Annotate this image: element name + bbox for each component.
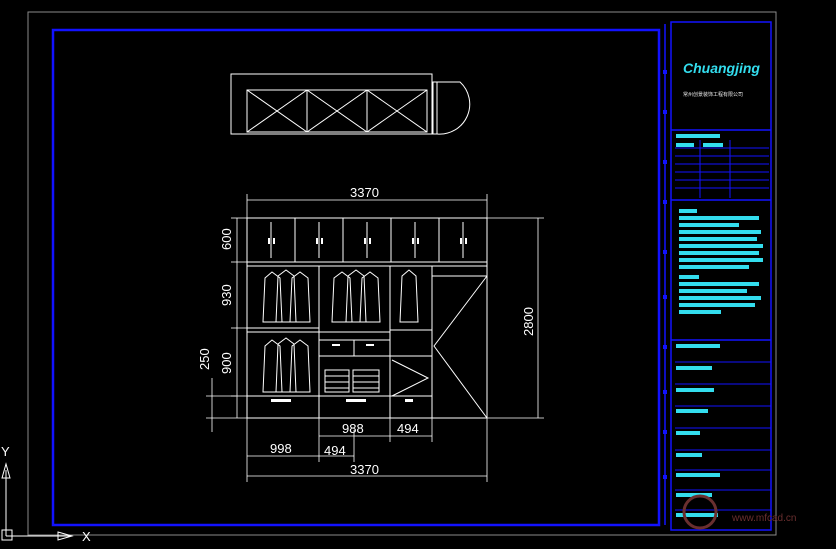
y-axis-label: Y <box>1 444 10 459</box>
title-block: Chuangjing 常州创景装饰工程有限公司 <box>670 21 772 531</box>
x-axis-label: X <box>82 529 91 544</box>
wardrobe-plan-view[interactable] <box>230 73 471 135</box>
dim-bottom-width[interactable]: 3370 <box>350 462 379 477</box>
dim-upper-cabinet-height[interactable]: 600 <box>219 228 234 250</box>
upper-cabinet-row <box>247 218 487 263</box>
hanging-clothes <box>262 269 419 393</box>
dim-top-width[interactable]: 3370 <box>350 185 379 200</box>
dimension-lines <box>206 194 544 482</box>
ucs-icon[interactable] <box>1 462 74 541</box>
watermark-logo <box>682 494 718 530</box>
dim-998[interactable]: 998 <box>270 441 292 456</box>
dim-hanging-height[interactable]: 930 <box>219 284 234 306</box>
dim-988[interactable]: 988 <box>342 421 364 436</box>
drawing-frame <box>51 28 661 527</box>
brand-logo-text: Chuangjing <box>683 60 760 76</box>
frame-ticks <box>663 70 667 479</box>
wardrobe-elevation[interactable] <box>246 217 488 419</box>
dim-494-right[interactable]: 494 <box>397 421 419 436</box>
sheet-border <box>27 11 777 536</box>
company-name: 常州创景装饰工程有限公司 <box>683 91 743 98</box>
dim-494-left[interactable]: 494 <box>324 443 346 458</box>
dim-total-height[interactable]: 2800 <box>521 307 536 336</box>
folded-shirts <box>324 369 380 393</box>
dim-plinth-height[interactable]: 250 <box>197 348 212 370</box>
dim-lower-height[interactable]: 900 <box>219 352 234 374</box>
watermark-text: www.mfcad.cn <box>731 513 796 524</box>
